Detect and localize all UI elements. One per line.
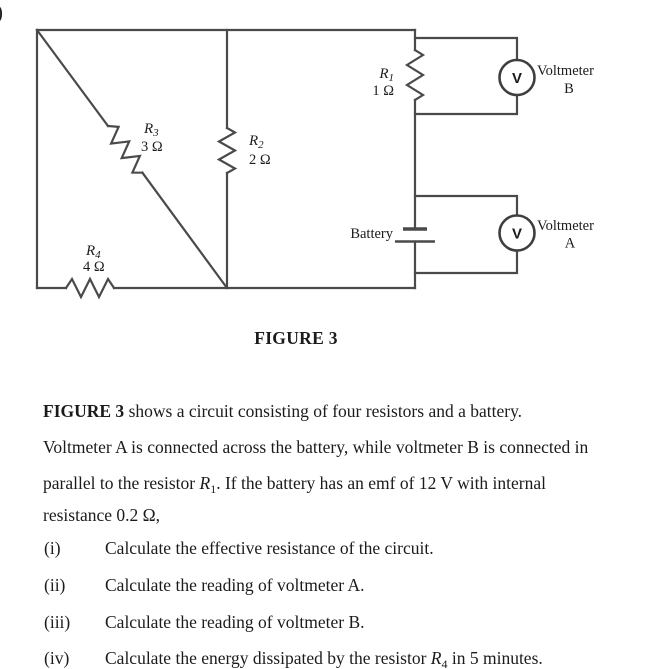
question-text: Calculate the effective resistance of th… (105, 538, 434, 558)
question-item: (ii) Calculate the reading of voltmeter A… (44, 575, 365, 596)
figure-caption: FIGURE 3 (254, 328, 338, 348)
voltmeter-a-icon: V (512, 226, 522, 243)
voltmeter-a-id: A (565, 236, 576, 252)
voltmeter-b-label: Voltmeter (537, 63, 594, 79)
question-number: (iv) (44, 648, 70, 668)
resistor-r4-symbol (64, 276, 116, 300)
resistor-r1-symbol (404, 48, 426, 102)
question-text: Calculate the energy dissipated by the r… (105, 648, 543, 669)
voltmeter-b-id: B (564, 81, 574, 97)
question-text: Calculate the reading of voltmeter B. (105, 611, 365, 632)
voltmeter-a-dial (498, 214, 536, 252)
resistor-r3-value: 3 Ω (141, 139, 163, 155)
question-number: (ii) (44, 575, 66, 595)
description-line: resistance 0.2 Ω, (43, 504, 160, 525)
question-item: (iv) Calculate the energy dissipated by t… (44, 648, 543, 669)
resistor-r2-symbol (216, 126, 238, 175)
question-text: Calculate the reading of voltmeter A. (105, 575, 365, 595)
voltmeter-b-dial (498, 58, 536, 97)
resistor-r4-value: 4 Ω (83, 259, 105, 275)
description-line: Voltmeter A is connected across the batt… (43, 437, 589, 457)
resistor-r2-value: 2 Ω (249, 152, 271, 168)
circuit-diagram: V V R1 1 Ω R2 2 Ω R3 3 Ω R4 4 Ω Battery … (35, 28, 594, 300)
voltmeter-a-label: Voltmeter (537, 218, 594, 234)
resistor-r2-label: R2 (248, 133, 264, 151)
resistor-r3-label: R3 (143, 121, 159, 139)
question-item: (iii) Calculate the reading of voltmeter … (44, 612, 365, 633)
resistor-r1-value: 1 Ω (372, 83, 394, 99)
page-corner-mark: ) (0, 0, 3, 25)
battery-label: Battery (350, 226, 393, 242)
description-line: parallel to the resistor R1. If the batt… (43, 473, 547, 496)
voltmeter-b-icon: V (512, 70, 522, 87)
voltmeter-a-loop-wire (413, 194, 519, 275)
resistor-r1-label: R1 (378, 66, 394, 84)
question-item: (i) Calculate the effective resistance of… (44, 538, 434, 559)
description-line: FIGURE 3 shows a circuit consisting of f… (43, 401, 523, 421)
question-number: (i) (44, 538, 61, 558)
resistor-r3-symbol (106, 124, 144, 174)
resistor-r4-label: R4 (85, 243, 101, 261)
question-number: (iii) (44, 611, 71, 632)
resistor-r3-diagonal-wire (35, 28, 229, 290)
voltmeter-b-loop-wire (413, 36, 519, 116)
